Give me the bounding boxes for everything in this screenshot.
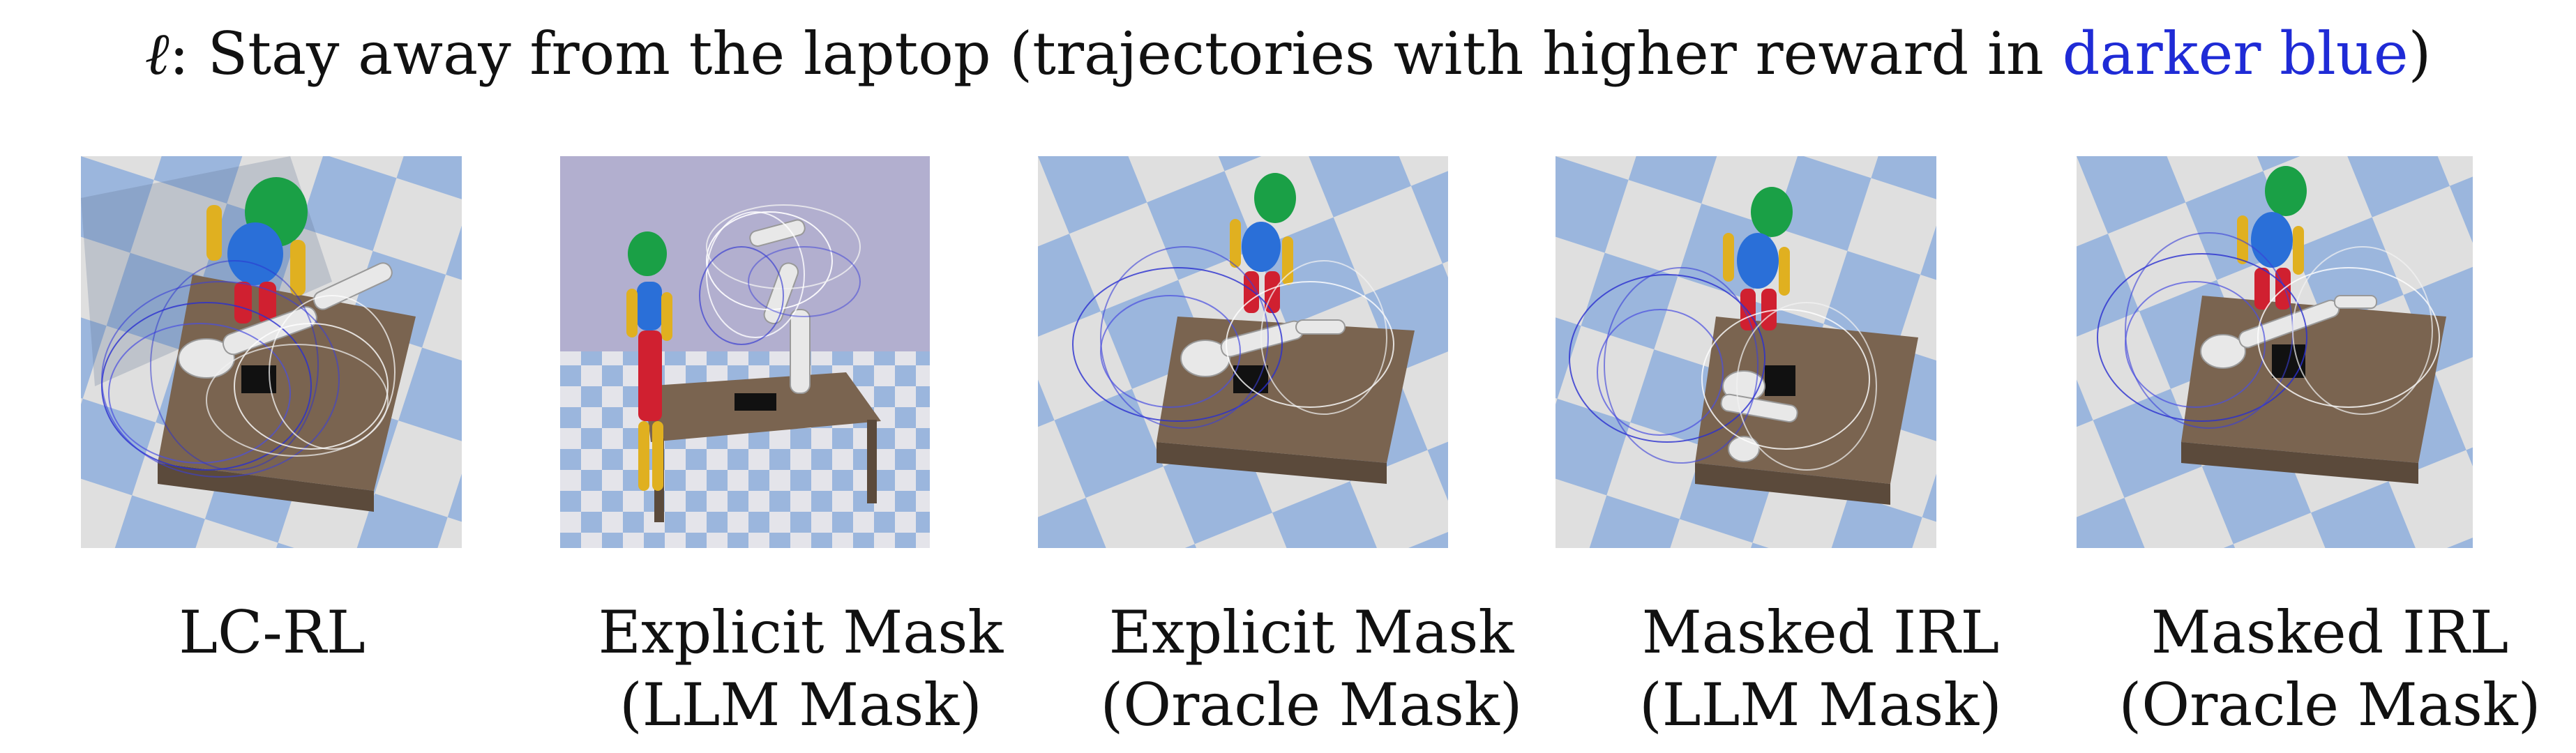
- caption-explicit-llm-line1: Explicit Mask: [598, 598, 1004, 667]
- caption-lc-rl-line1: LC-RL: [179, 598, 366, 667]
- caption-masked-llm-line2: (LLM Mask): [1639, 671, 2002, 739]
- title-ell-symbol: ℓ: [144, 20, 170, 88]
- caption-masked-oracle-line2: (Oracle Mask): [2118, 671, 2541, 739]
- panel-explicit-llm: [560, 156, 930, 548]
- caption-masked-oracle: Masked IRL (Oracle Mask): [2100, 596, 2560, 741]
- panel-lc-rl: [81, 156, 462, 548]
- robot-arm: [749, 219, 811, 394]
- figure-title: ℓ: Stay away from the laptop (trajectori…: [0, 15, 2576, 92]
- trajectory-curves: [699, 204, 861, 345]
- caption-masked-llm: Masked IRL (LLM Mask): [1590, 596, 2051, 741]
- humanoid-figure: [626, 231, 672, 491]
- title-prefix: : Stay away from the laptop (trajectorie…: [169, 20, 2063, 88]
- caption-explicit-oracle-line2: (Oracle Mask): [1100, 671, 1523, 739]
- trajectory-curves: [1569, 267, 1877, 471]
- panel-masked-llm: [1556, 156, 1936, 548]
- trajectory-curves: [1072, 246, 1394, 429]
- caption-masked-oracle-line1: Masked IRL: [2151, 598, 2509, 667]
- trajectory-curves: [2097, 232, 2440, 429]
- panel-explicit-oracle-scene: [1038, 156, 1448, 548]
- caption-masked-llm-line1: Masked IRL: [1641, 598, 2000, 667]
- title-suffix: ): [2408, 20, 2432, 88]
- panel-masked-oracle: [2077, 156, 2473, 548]
- caption-lc-rl: LC-RL: [119, 596, 425, 669]
- panel-masked-llm-scene: [1556, 156, 1936, 548]
- caption-explicit-oracle: Explicit Mask (Oracle Mask): [1081, 596, 1542, 741]
- trajectory-curves: [101, 260, 396, 478]
- title-highlight: darker blue: [2062, 20, 2409, 88]
- caption-explicit-llm-line2: (LLM Mask): [619, 671, 982, 739]
- robot-arm: [178, 262, 393, 379]
- caption-explicit-llm: Explicit Mask (LLM Mask): [571, 596, 1031, 741]
- panel-lc-rl-scene: [81, 156, 462, 548]
- caption-explicit-oracle-line1: Explicit Mask: [1108, 598, 1514, 667]
- panel-masked-oracle-scene: [2077, 156, 2473, 548]
- humanoid-figure: [1723, 187, 1793, 330]
- panel-explicit-llm-scene: [560, 156, 930, 548]
- robot-arm: [1180, 319, 1346, 377]
- panel-explicit-oracle: [1038, 156, 1448, 548]
